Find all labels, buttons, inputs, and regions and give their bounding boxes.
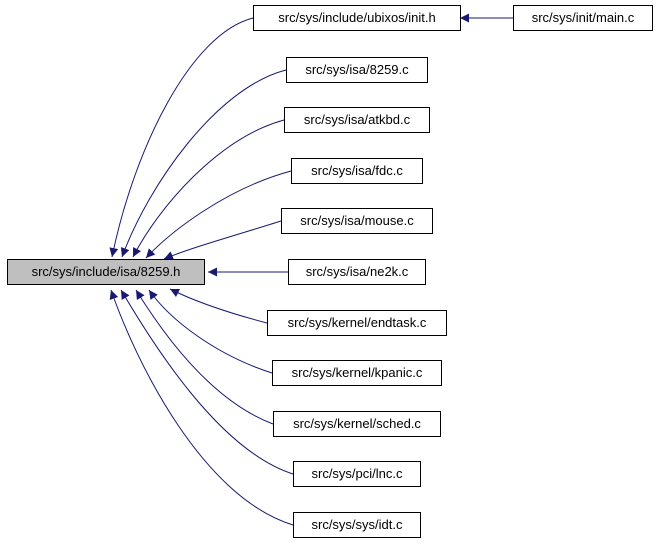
edge-fdc-c-to-8259-h — [145, 170, 292, 259]
edge-lnc-c-to-8259-h — [120, 289, 294, 475]
edge-endtask-c-to-8259-h — [169, 288, 268, 324]
node-init-main-c[interactable]: src/sys/init/main.c — [513, 5, 653, 31]
edge-sched-c-to-8259-h — [135, 289, 274, 425]
edge-idt-c-to-8259-h — [109, 289, 294, 526]
node-sys-idt-c[interactable]: src/sys/sys/idt.c — [293, 512, 421, 538]
edge-8259-c-to-8259-h — [120, 69, 287, 258]
edge-kpanic-c-to-8259-h — [148, 289, 273, 374]
node-isa-fdc-c[interactable]: src/sys/isa/fdc.c — [291, 158, 423, 184]
node-kernel-kpanic-c[interactable]: src/sys/kernel/kpanic.c — [272, 360, 442, 386]
edge-init-h-to-8259-h — [109, 17, 254, 258]
node-isa-ne2k-c[interactable]: src/sys/isa/ne2k.c — [288, 259, 426, 285]
node-isa-8259-h: src/sys/include/isa/8259.h — [7, 259, 205, 285]
node-pci-lnc-c[interactable]: src/sys/pci/lnc.c — [293, 461, 421, 487]
node-ubixos-init-h[interactable]: src/sys/include/ubixos/init.h — [253, 5, 461, 31]
node-kernel-sched-c[interactable]: src/sys/kernel/sched.c — [273, 411, 441, 437]
node-kernel-endtask-c[interactable]: src/sys/kernel/endtask.c — [267, 310, 447, 336]
node-isa-atkbd-c[interactable]: src/sys/isa/atkbd.c — [284, 107, 430, 133]
edge-atkbd-c-to-8259-h — [132, 119, 285, 258]
node-isa-mouse-c[interactable]: src/sys/isa/mouse.c — [281, 208, 433, 234]
edge-mouse-c-to-8259-h — [163, 220, 282, 260]
node-isa-8259-c[interactable]: src/sys/isa/8259.c — [286, 57, 428, 83]
